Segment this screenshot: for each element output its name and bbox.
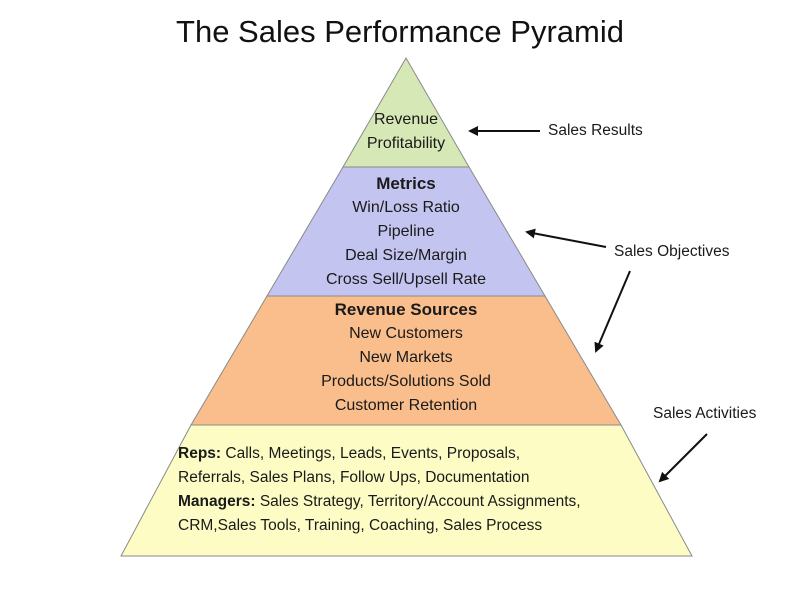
tier-line: New Customers: [349, 325, 463, 342]
arrow-objectives-upper: [525, 228, 607, 248]
tier-line: Pipeline: [377, 223, 435, 240]
reps-line-1: Reps: Calls, Meetings, Leads, Events, Pr…: [178, 442, 658, 466]
pyramid-tier-activities: [120, 424, 693, 557]
tier-line: Cross Sell/Upsell Rate: [325, 271, 487, 288]
tier-line: Win/Loss Ratio: [352, 199, 460, 216]
label-sales-activities: Sales Activities: [653, 405, 757, 422]
reps-label: Reps:: [178, 445, 222, 462]
tier-line: Revenue: [373, 111, 439, 128]
tier-metrics-heading: Metrics: [376, 174, 436, 193]
reps-text-1: Calls, Meetings, Leads, Events, Proposal…: [221, 445, 521, 462]
tier-line: Deal Size/Margin: [345, 247, 467, 264]
managers-label: Managers:: [178, 493, 256, 510]
managers-line-1: Managers: Sales Strategy, Territory/Acco…: [178, 490, 658, 514]
tier-revenue-sources-heading: Revenue Sources: [334, 300, 478, 319]
arrow-activities: [658, 433, 708, 483]
tier-line: Products/Solutions Sold: [321, 373, 491, 390]
tier-line: Customer Retention: [334, 397, 478, 414]
tier-metrics-text: Metrics Win/Loss Ratio Pipeline Deal Siz…: [286, 172, 526, 292]
managers-text-1: Sales Strategy, Territory/Account Assign…: [255, 493, 581, 510]
managers-text-2: CRM,Sales Tools, Training, Coaching, Sal…: [178, 517, 543, 534]
tier-line: New Markets: [359, 349, 453, 366]
reps-text-2: Referrals, Sales Plans, Follow Ups, Docu…: [178, 469, 530, 486]
tier-activities-text: Reps: Calls, Meetings, Leads, Events, Pr…: [178, 442, 658, 538]
tier-revenue-sources-text: Revenue Sources New Customers New Market…: [281, 298, 531, 418]
arrow-objectives-lower: [594, 270, 631, 353]
tier-line: Profitability: [366, 135, 446, 152]
label-sales-results: Sales Results: [548, 122, 643, 139]
label-sales-objectives: Sales Objectives: [614, 243, 730, 260]
page-title: The Sales Performance Pyramid: [176, 14, 624, 49]
tier-results-text: Revenue Profitability: [326, 108, 486, 156]
